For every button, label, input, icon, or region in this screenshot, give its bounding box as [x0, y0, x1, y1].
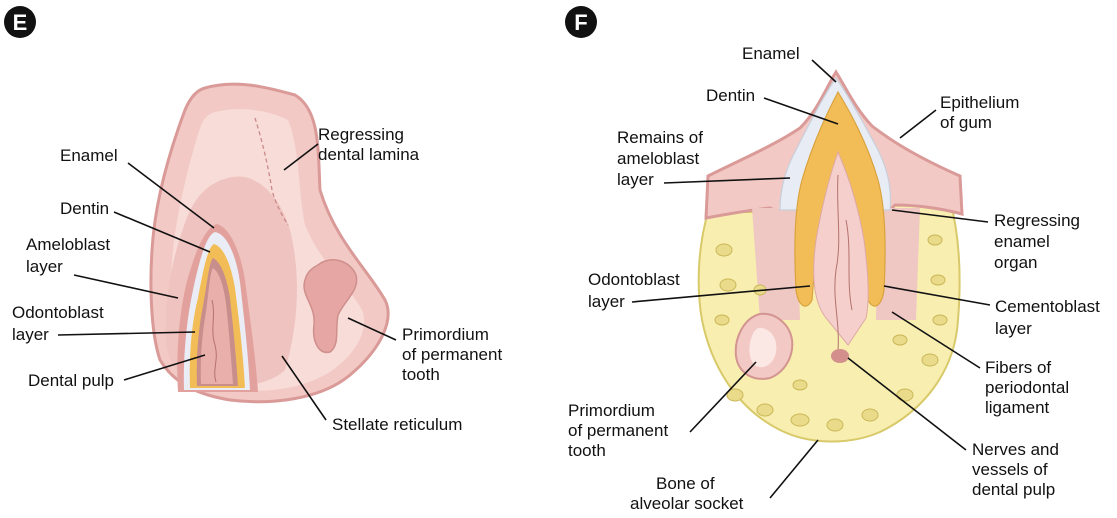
f-leader-enamel	[812, 60, 836, 82]
e-label-stellate-reticulum: Stellate reticulum	[332, 415, 462, 434]
panel-f: F	[565, 6, 962, 442]
e-label-odontoblast-layer: Odontoblast layer	[12, 303, 108, 344]
e-label-enamel: Enamel	[60, 146, 118, 165]
f-label-fibers-of-periodontal-ligament: Fibers of periodontal ligament	[985, 358, 1074, 417]
f-label-regressing-enamel-organ: Regressing enamel organ	[994, 211, 1085, 272]
f-label-primordium-permanent-tooth: Primordium of permanent tooth	[568, 401, 673, 460]
panel-f-badge-letter: F	[574, 10, 587, 35]
panel-e-badge-letter: E	[13, 10, 28, 35]
f-label-dentin: Dentin	[706, 86, 755, 105]
f-label-odontoblast-layer: Odontoblast layer	[588, 270, 684, 311]
f-leader-bone-of-alveolar-socket	[770, 440, 818, 498]
f-label-nerves-and-vessels: Nerves and vessels of dental pulp	[972, 440, 1064, 499]
f-label-cementoblast-layer: Cementoblast layer	[995, 297, 1105, 338]
e-label-primordium-permanent-tooth: Primordium of permanent tooth	[402, 325, 507, 384]
f-label-epithelium-of-gum: Epithelium of gum	[940, 93, 1024, 132]
panel-f-regressing-enamel-organ	[752, 208, 800, 320]
f-label-remains-of-ameloblast-layer: Remains of ameloblast layer	[617, 128, 708, 189]
f-label-bone-of-alveolar-socket: Bone of alveolar socket	[630, 474, 744, 513]
panel-f-nerve-bundle	[831, 349, 849, 363]
e-label-dentin: Dentin	[60, 199, 109, 218]
e-label-ameloblast-layer: Ameloblast layer	[26, 235, 115, 276]
e-label-regressing-dental-lamina: Regressing dental lamina	[318, 125, 420, 164]
f-leader-epithelium-of-gum	[900, 110, 936, 138]
f-label-enamel: Enamel	[742, 44, 800, 63]
e-label-dental-pulp: Dental pulp	[28, 371, 114, 390]
